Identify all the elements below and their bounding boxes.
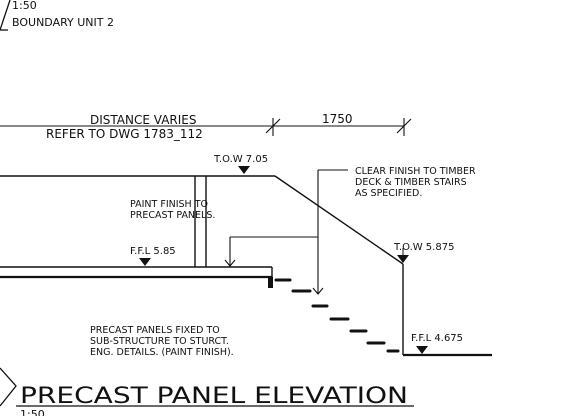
- wall-outline: [0, 175, 404, 355]
- dimension-lines: [0, 118, 412, 136]
- note-precast-fixed: PRECAST PANELS FIXED TO SUB-STRUCTURE TO…: [90, 325, 234, 358]
- note-precast-fixed-line-3: ENG. DETAILS. (PAINT FINISH).: [90, 347, 234, 358]
- dim-refer-to: REFER TO DWG 1783_112: [46, 127, 203, 141]
- level-ffl-upper: F.F.L 5.85: [130, 246, 176, 257]
- drawing-title: PRECAST PANEL ELEVATION: [20, 384, 408, 409]
- note-precast-fixed-line-1: PRECAST PANELS FIXED TO: [90, 325, 220, 336]
- level-tow-lower: T.O.W 5.875: [393, 242, 454, 253]
- deck-slab: [0, 266, 273, 288]
- dim-1750: 1750: [322, 112, 353, 126]
- top-scale: 1:50: [12, 0, 37, 12]
- note-clear-finish: CLEAR FINISH TO TIMBER DECK & TIMBER STA…: [355, 166, 479, 199]
- title-scale: 1:50: [20, 408, 45, 416]
- note-paint-finish-line-2: PRECAST PANELS.: [130, 210, 215, 221]
- note-clear-finish-line-2: DECK & TIMBER STAIRS: [355, 177, 467, 188]
- title-marker: [0, 367, 414, 407]
- leaders: [224, 169, 348, 295]
- note-clear-finish-line-1: CLEAR FINISH TO TIMBER: [355, 166, 476, 177]
- note-clear-finish-line-3: AS SPECIFIED.: [355, 188, 422, 199]
- top-title-marker: [0, 0, 11, 31]
- note-precast-fixed-line-2: SUB-STRUCTURE TO STURCT.: [90, 336, 229, 347]
- level-tow-upper: T.O.W 7.05: [213, 154, 268, 165]
- level-markers: [139, 166, 428, 354]
- note-paint-finish-line-1: PAINT FINISH TO: [130, 199, 208, 210]
- note-paint-finish: PAINT FINISH TO PRECAST PANELS.: [130, 199, 215, 221]
- top-boundary-label: BOUNDARY UNIT 2: [12, 16, 114, 29]
- stair-treads: [274, 278, 400, 353]
- level-ffl-lower: F.F.L 4.675: [411, 333, 463, 344]
- dim-distance-varies: DISTANCE VARIES: [90, 113, 196, 127]
